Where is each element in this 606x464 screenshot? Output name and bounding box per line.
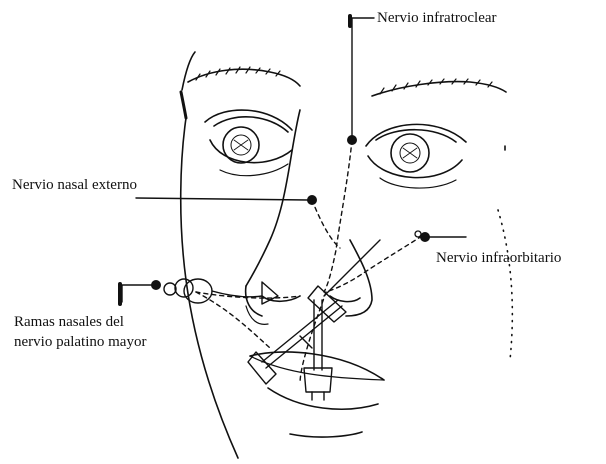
leader-infratroclear (352, 18, 374, 136)
left-eye (205, 110, 292, 176)
point-nasal-externo (307, 195, 317, 205)
label-nervio-infraorbitario: Nervio infraorbitario (436, 249, 561, 268)
leader-lines (120, 16, 466, 304)
left-eyebrow (188, 67, 300, 86)
nasal-cluster (164, 279, 278, 304)
label-ramas-nasales-line1: Ramas nasales del (14, 313, 124, 332)
right-eyebrow (372, 79, 506, 96)
leader-palatino (122, 285, 156, 302)
label-ramas-nasales-line2: nervio palatino mayor (14, 333, 146, 352)
right-eye (366, 124, 466, 188)
point-palatino (151, 280, 161, 290)
nerve-pathways (196, 140, 422, 384)
leader-nasal-externo (136, 198, 308, 200)
label-nervio-nasal-externo: Nervio nasal externo (12, 176, 137, 195)
point-infratroclear (347, 135, 357, 145)
label-nervio-infratroclear: Nervio infratroclear (377, 9, 497, 28)
